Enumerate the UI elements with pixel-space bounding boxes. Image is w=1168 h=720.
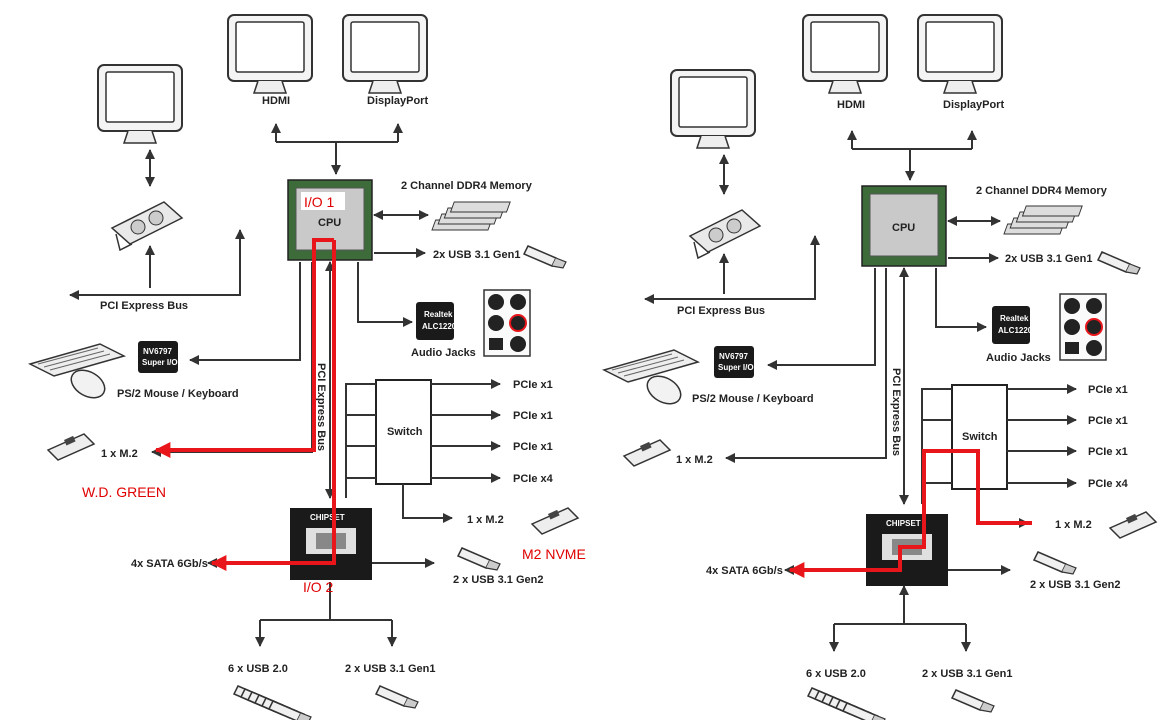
monitor-icon (227, 14, 313, 94)
svg-text:Realtek: Realtek (1000, 314, 1029, 323)
cpu-chip: CPU (861, 185, 947, 267)
pcie-x1-label: PCIe x1 (1088, 384, 1128, 396)
m2-card-icon (1109, 511, 1157, 539)
pcie-x1-label: PCIe x1 (513, 410, 553, 422)
sata-label: 4x SATA 6Gb/s (706, 565, 783, 577)
usb-icon (951, 689, 995, 713)
ps2-label: PS/2 Mouse / Keyboard (117, 388, 239, 400)
m2-card-icon (531, 507, 579, 535)
annotation-m2-nvme: M2 NVME (522, 546, 586, 562)
usb20-label: 6 x USB 2.0 (806, 668, 866, 680)
m2-switch-label: 1 x M.2 (467, 514, 504, 526)
switch-label: Switch (387, 426, 423, 438)
realtek-chip: Realtek ALC1220 (992, 306, 1033, 344)
pcie-x4-label: PCIe x4 (1088, 478, 1129, 490)
pcie-x1-label: PCIe x1 (1088, 446, 1128, 458)
audio-jacks-label: Audio Jacks (411, 347, 476, 359)
usb-icon (523, 245, 567, 269)
left-diagram: HDMI DisplayPort PCI Express Bus CPU 2 C… (29, 14, 586, 720)
usb31-gen2-label: 2 x USB 3.1 Gen2 (453, 574, 544, 586)
annotation-wd-green: W.D. GREEN (82, 484, 166, 500)
pcie-x4-label: PCIe x4 (513, 473, 554, 485)
graphics-card-icon (689, 209, 761, 259)
monitor-icon (917, 14, 1003, 94)
usb31-cpu-label: 2x USB 3.1 Gen1 (433, 249, 520, 261)
monitor-icon (802, 14, 888, 94)
usb20-label: 6 x USB 2.0 (228, 663, 288, 675)
memory-label: 2 Channel DDR4 Memory (976, 185, 1108, 197)
svg-text:ALC1220: ALC1220 (422, 322, 457, 331)
m2-cpu-label: 1 x M.2 (101, 448, 138, 460)
usb-icon (1033, 551, 1077, 575)
memory-icon (431, 201, 511, 231)
graphics-card-icon (111, 201, 183, 251)
usb31-chip-label: 2 x USB 3.1 Gen1 (345, 663, 436, 675)
pci-express-bus-vertical-label: PCI Express Bus (315, 363, 327, 451)
usb-icon (1097, 251, 1141, 275)
svg-text:NV6797: NV6797 (719, 352, 748, 361)
switch-label: Switch (962, 431, 998, 443)
audio-jacks-label: Audio Jacks (986, 352, 1051, 364)
hdmi-label: HDMI (262, 95, 290, 107)
keyboard-icon (603, 349, 699, 383)
usb-icon (375, 685, 419, 709)
pci-express-bus-vertical-label: PCI Express Bus (890, 368, 902, 456)
usb31-gen2-label: 2 x USB 3.1 Gen2 (1030, 579, 1121, 591)
hdmi-label: HDMI (837, 99, 865, 111)
right-diagram: HDMI DisplayPort PCI Express Bus CPU 2 C… (603, 14, 1157, 720)
pcie-x1-label: PCIe x1 (513, 441, 553, 453)
usb31-chip-label: 2 x USB 3.1 Gen1 (922, 668, 1013, 680)
pci-express-bus-label: PCI Express Bus (677, 305, 765, 317)
realtek-chip: Realtek ALC1220 (416, 302, 457, 340)
pci-express-bus-label: PCI Express Bus (100, 300, 188, 312)
super-io-chip: NV6797 Super I/O (138, 341, 178, 373)
cpu-label: CPU (318, 217, 341, 229)
displayport-label: DisplayPort (943, 99, 1004, 111)
pcie-x1-label: PCIe x1 (513, 379, 553, 391)
memory-label: 2 Channel DDR4 Memory (401, 180, 533, 192)
annotation-io1: I/O 1 (304, 194, 335, 210)
svg-text:CHIPSET: CHIPSET (886, 519, 921, 528)
ps2-label: PS/2 Mouse / Keyboard (692, 393, 814, 405)
usb20-icon (808, 688, 885, 720)
cpu-label: CPU (892, 222, 915, 234)
svg-text:ALC1220: ALC1220 (998, 326, 1033, 335)
chipset-chip: CHIPSET (866, 514, 948, 586)
svg-text:Realtek: Realtek (424, 310, 453, 319)
usb31-cpu-label: 2x USB 3.1 Gen1 (1005, 253, 1092, 265)
m2-switch-label: 1 x M.2 (1055, 519, 1092, 531)
memory-icon (1003, 205, 1083, 235)
monitor-icon (342, 14, 428, 94)
m2-cpu-label: 1 x M.2 (676, 454, 713, 466)
svg-text:CHIPSET: CHIPSET (310, 513, 345, 522)
displayport-label: DisplayPort (367, 95, 428, 107)
chipset-chip: CHIPSET (290, 508, 372, 580)
pcie-x1-label: PCIe x1 (1088, 415, 1128, 427)
monitor-icon (97, 64, 183, 144)
monitor-icon (670, 69, 756, 149)
audio-jacks-icon (483, 289, 531, 357)
switch-box (375, 379, 432, 485)
sata-label: 4x SATA 6Gb/s (131, 558, 208, 570)
svg-text:NV6797: NV6797 (143, 347, 172, 356)
svg-text:Super I/O: Super I/O (718, 363, 754, 372)
m2-card-icon (47, 433, 95, 461)
m2-card-icon (623, 439, 671, 467)
audio-jacks-icon (1059, 293, 1107, 361)
super-io-chip: NV6797 Super I/O (714, 346, 754, 378)
svg-text:Super I/O: Super I/O (142, 358, 178, 367)
usb20-icon (234, 686, 311, 720)
annotation-io2: I/O 2 (303, 579, 334, 595)
usb-icon (457, 547, 501, 571)
